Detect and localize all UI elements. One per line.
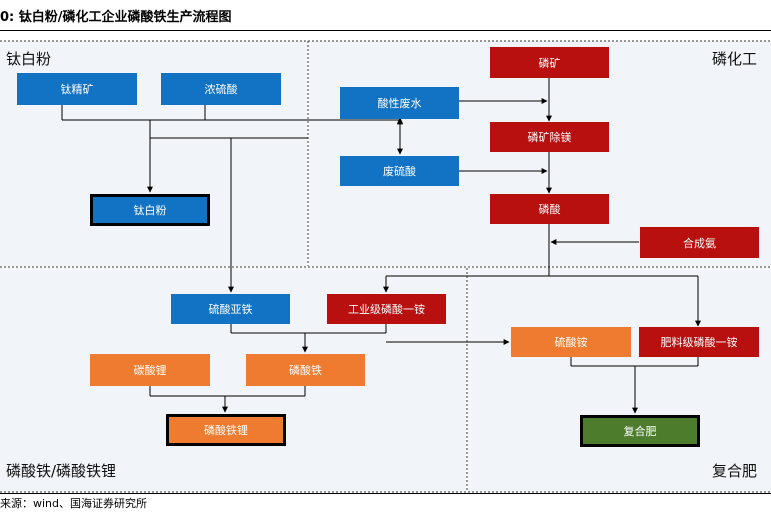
node-waste-sulfuric: 废硫酸 [340, 156, 459, 186]
node-phosphoric-acid: 磷酸 [490, 194, 609, 224]
zone-label-fertilizer: 复合肥 [711, 462, 757, 480]
node-industrial-map: 工业级磷酸一铵 [327, 294, 446, 324]
node-acid-waste-water: 酸性废水 [340, 87, 459, 119]
node-lithium-carbonate: 碳酸锂 [90, 354, 210, 386]
node-lfp: 磷酸铁锂 [166, 414, 286, 446]
node-fertilizer-map: 肥料级磷酸一铵 [639, 327, 759, 357]
node-ammonium-sulfate: 硫酸铵 [511, 327, 631, 357]
zone-label-titanium: 钛白粉 [6, 50, 52, 68]
title-rule [0, 30, 771, 31]
zone-fertilizer [468, 268, 771, 492]
node-ferrous-sulfate: 硫酸亚铁 [171, 294, 290, 324]
node-ilmenite: 钛精矿 [17, 73, 137, 105]
node-conc-sulfuric: 浓硫酸 [161, 73, 281, 105]
node-iron-phosphate: 磷酸铁 [246, 354, 365, 386]
node-rock-mg-removal: 磷矿除镁 [490, 122, 609, 152]
diagram-title: 0: 钛白粉/磷化工企业磷酸铁生产流程图 [0, 10, 232, 25]
zone-label-lfp: 磷酸铁/磷酸铁锂 [6, 462, 117, 480]
source-note: 来源：wind、国海证券研究所 [0, 497, 148, 510]
zone-label-phosphorus: 磷化工 [711, 50, 757, 68]
node-synthetic-ammonia: 合成氨 [640, 227, 759, 258]
footer-rule [0, 493, 771, 494]
node-tio2: 钛白粉 [90, 194, 210, 226]
node-compound-fertilizer: 复合肥 [580, 415, 700, 447]
node-phosphate-rock: 磷矿 [490, 47, 609, 78]
